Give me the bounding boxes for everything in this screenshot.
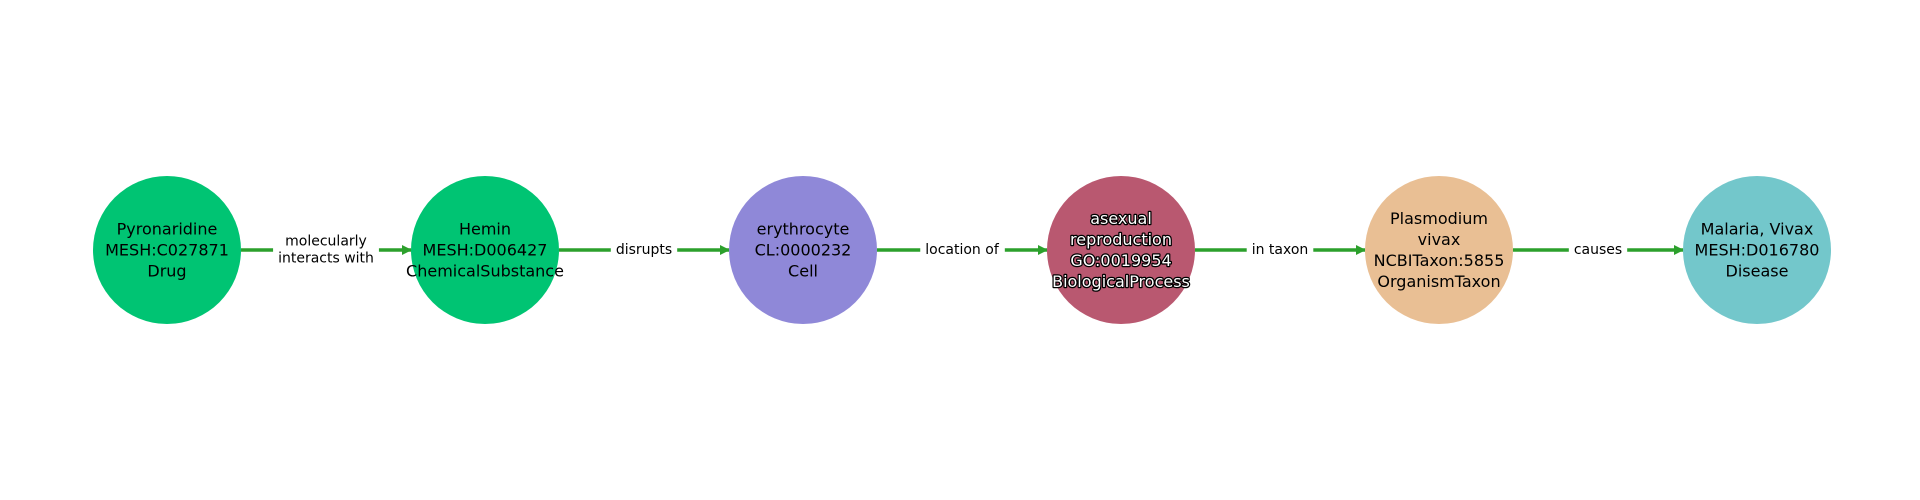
node-label-line: NCBITaxon:5855 — [1374, 251, 1505, 270]
edge-asexual-reproduction-to-plasmodium-vivax: in taxon — [1195, 240, 1366, 260]
edge-label-background — [610, 240, 678, 260]
edge-label-background — [920, 240, 1005, 260]
node-label-line: BiologicalProcess — [1052, 272, 1190, 291]
edge-label-background — [273, 231, 379, 269]
edge-label: in taxon — [1246, 240, 1314, 260]
edge-label-text: causes — [1574, 242, 1622, 258]
edge-label: location of — [920, 240, 1005, 260]
node-label-line: MESH:C027871 — [105, 241, 229, 260]
node-circle — [1047, 176, 1195, 324]
node-circle — [1683, 176, 1831, 324]
edge-label-line: in taxon — [1252, 242, 1309, 258]
edge-hemin-to-erythrocyte: disrupts — [559, 240, 730, 260]
node-label-line: MESH:D006427 — [423, 241, 548, 260]
edge-label-line: molecularly — [285, 234, 367, 250]
node-label-line: Plasmodium — [1390, 209, 1488, 228]
node-label-line: ChemicalSubstance — [406, 262, 564, 281]
node-label-line: Drug — [147, 262, 186, 281]
node-label-line: reproduction — [1070, 230, 1172, 249]
node-label-line: erythrocyte — [757, 220, 850, 239]
node-label-line: OrganismTaxon — [1377, 272, 1500, 291]
edge-label-text: disrupts — [616, 242, 672, 258]
node-label-line: GO:0019954 — [1070, 251, 1171, 270]
edge-label-line: disrupts — [616, 242, 672, 258]
node-label-line: Hemin — [459, 220, 511, 239]
edge-label-text: in taxon — [1252, 242, 1309, 258]
edge-label-background — [1568, 240, 1628, 260]
edge-label-line: causes — [1574, 242, 1622, 258]
node-circle — [729, 176, 877, 324]
edge-label-text: location of — [925, 242, 1000, 258]
node-label-line: Malaria, Vivax — [1701, 220, 1814, 239]
edge-erythrocyte-to-asexual-reproduction: location of — [877, 240, 1048, 260]
edge-label: causes — [1568, 240, 1628, 260]
node-label-line: vivax — [1418, 230, 1461, 249]
edge-label: disrupts — [610, 240, 678, 260]
node-circle — [1365, 176, 1513, 324]
edge-label-line: interacts with — [278, 251, 374, 267]
node-label-line: Disease — [1726, 262, 1789, 281]
node-label-line: Cell — [788, 262, 818, 281]
edge-plasmodium-vivax-to-malaria-vivax: causes — [1513, 240, 1684, 260]
node-circle — [93, 176, 241, 324]
edge-label-line: location of — [925, 242, 1000, 258]
node-label-line: MESH:D016780 — [1695, 241, 1820, 260]
node-label-line: asexual — [1090, 209, 1152, 228]
node-label-line: Pyronaridine — [117, 220, 218, 239]
edge-label-background — [1246, 240, 1314, 260]
node-circle — [411, 176, 559, 324]
node-label-line: CL:0000232 — [755, 241, 852, 260]
